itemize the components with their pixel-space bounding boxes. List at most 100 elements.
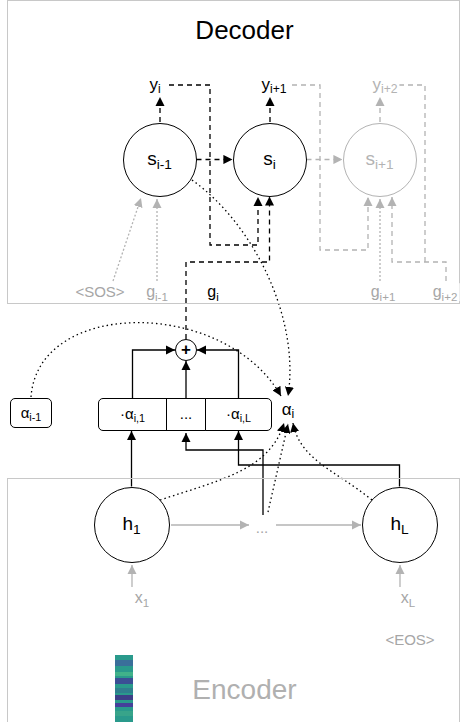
subscript: i	[158, 82, 161, 96]
decoder-state: si	[233, 123, 307, 197]
text-base: s	[365, 148, 375, 169]
connector	[186, 197, 270, 340]
previous-attention-box: αi-1	[10, 398, 52, 428]
text-label: yi+1	[259, 76, 288, 95]
subscript: i,L	[240, 412, 251, 424]
node-label: ·αi,L	[226, 406, 251, 423]
text-base: y	[372, 75, 381, 94]
text-label: gi	[205, 283, 220, 301]
text-label: xL	[399, 589, 417, 607]
connector	[197, 350, 239, 398]
input-arrow	[131, 565, 132, 587]
encoder-state: hL	[362, 487, 438, 563]
text-base: y	[261, 75, 270, 94]
node-label: si-1	[147, 149, 172, 170]
text-base: ·α	[120, 405, 134, 422]
subscript: i	[216, 291, 219, 303]
text-base: g	[433, 283, 442, 300]
node-label: si+1	[365, 149, 393, 170]
subscript: i-1	[157, 157, 172, 172]
decoder-state: si+1	[343, 123, 417, 197]
node-label: si	[263, 149, 276, 170]
panel-title: Encoder	[192, 674, 296, 705]
input-arrow	[399, 565, 400, 587]
text-label: αi	[280, 401, 297, 420]
panel-title: Decoder	[195, 15, 293, 44]
text-base: g	[371, 283, 380, 300]
text-label: gi+1	[369, 283, 398, 301]
text-base: x	[401, 589, 409, 606]
connector	[133, 350, 176, 398]
subscript: L	[401, 522, 409, 537]
recurrent-arrow	[171, 524, 249, 525]
text-label: <SOS>	[73, 284, 126, 301]
text-base: α	[21, 404, 30, 421]
attention-weight-cell: ...	[166, 398, 206, 431]
subscript: i	[273, 157, 276, 172]
text-base: g	[207, 283, 216, 300]
subscript: i	[292, 407, 295, 421]
attention-input	[192, 180, 290, 396]
input-arrow	[392, 197, 446, 281]
text-base: ·α	[226, 405, 240, 422]
text-base: y	[149, 75, 158, 94]
text-base: x	[135, 589, 143, 606]
output-arrow	[379, 97, 380, 122]
decoder-state: si-1	[123, 123, 197, 197]
text-base: g	[146, 283, 155, 300]
hidden-state-arrow	[186, 433, 263, 515]
input-arrow	[379, 199, 380, 281]
text-label: yi+2	[370, 76, 399, 95]
node-label: +	[181, 341, 191, 360]
attention-weight-cell: ·αi,L	[205, 398, 272, 431]
subscript: 1	[143, 597, 149, 609]
sum-node: +	[175, 339, 197, 361]
attention-input	[31, 323, 281, 397]
attention-input	[293, 423, 372, 500]
input-arrow	[113, 198, 141, 281]
connector	[185, 361, 186, 398]
node-label: ·αi,1	[120, 406, 145, 423]
node-label: h1	[122, 514, 140, 535]
text-base: s	[147, 148, 157, 169]
attention-weight-cell: ·αi,1	[98, 398, 167, 431]
text-base: α	[282, 400, 292, 419]
text-label: yi	[147, 76, 162, 95]
encoder-panel: Encoderh1hL	[7, 478, 460, 722]
subscript: i+1	[375, 157, 394, 172]
text-label: ...	[254, 520, 271, 537]
connector	[197, 159, 233, 160]
text-label: gi+2	[431, 283, 460, 301]
text-base: h	[390, 513, 401, 534]
text-base: s	[263, 148, 273, 169]
attention-input	[268, 424, 288, 512]
text-label: gi-1	[144, 283, 170, 301]
spectrogram	[115, 655, 133, 722]
subscript: i-1	[155, 291, 168, 303]
node-label: ...	[180, 406, 193, 423]
encoder-state: h1	[94, 487, 170, 563]
text-base: h	[122, 513, 133, 534]
subscript: i+1	[270, 82, 287, 96]
subscript: i+1	[380, 291, 396, 303]
subscript: i+2	[442, 291, 458, 303]
subscript: L	[409, 597, 415, 609]
text-label: x1	[133, 589, 151, 607]
recurrent-arrow	[276, 524, 361, 525]
node-label: αi-1	[21, 405, 42, 422]
text-label: <EOS>	[383, 632, 436, 649]
subscript: i-1	[29, 411, 41, 423]
input-arrow	[156, 199, 157, 281]
subscript: i+2	[381, 82, 398, 96]
node-label: hL	[390, 514, 408, 535]
subscript: 1	[133, 522, 141, 537]
subscript: i,1	[134, 412, 145, 424]
decoder-panel: Decodersi-1sisi+1	[7, 0, 460, 304]
connector	[307, 159, 343, 160]
output-arrow	[159, 97, 160, 122]
attention-input	[160, 423, 284, 500]
output-arrow	[269, 97, 270, 122]
